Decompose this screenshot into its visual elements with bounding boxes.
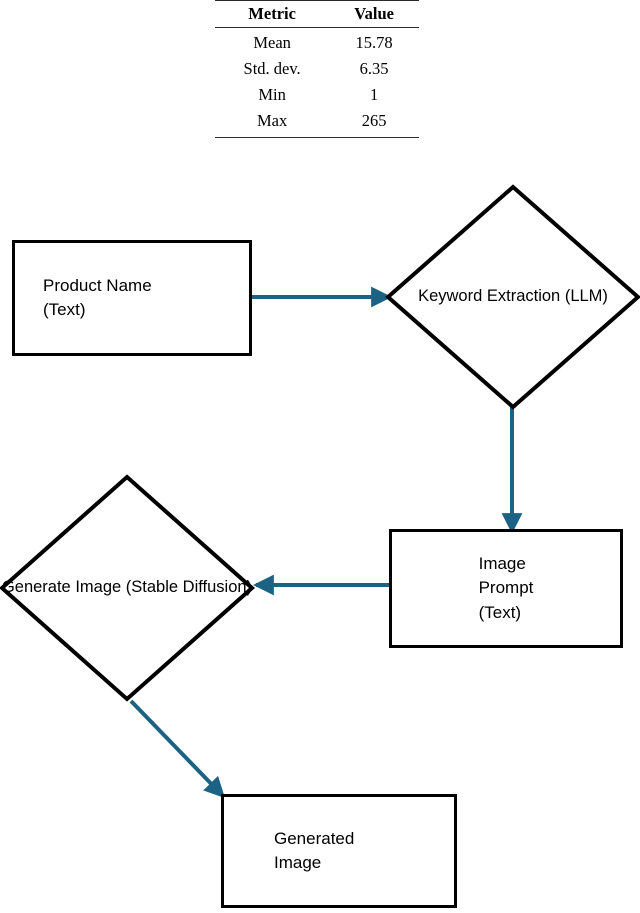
node-generate-image[interactable]: Generate Image (Stable Diffusion) <box>0 474 256 702</box>
cell-metric: Mean <box>253 33 291 53</box>
node-image-prompt-line-2: Prompt <box>478 578 534 598</box>
table-header-row: Metric Value <box>215 0 419 29</box>
node-keyword-extraction-line-2: Extraction <box>486 287 561 306</box>
cell-metric: Max <box>215 108 330 138</box>
node-generate-image-line-2: Image <box>75 578 122 597</box>
table-row: Max 265 <box>215 108 419 138</box>
cell-metric: Std. dev. <box>243 59 301 79</box>
column-header-metric: Metric <box>215 0 330 29</box>
column-header-value: Value <box>329 0 419 29</box>
keyword-extraction-diamond-shape <box>384 184 640 410</box>
cell-metric: Min <box>258 85 286 105</box>
node-generate-image-line-1: Generate <box>1 578 71 597</box>
node-image-prompt-line-3: (Text) <box>478 602 522 622</box>
node-image-prompt[interactable]: Image Prompt (Text) <box>389 529 623 648</box>
node-product-name[interactable]: Product Name (Text) <box>12 240 252 356</box>
node-generated-image[interactable]: Generated Image <box>221 794 457 908</box>
node-generate-image-label: Generate Image (Stable Diffusion) <box>2 576 252 599</box>
node-keyword-extraction-label: Keyword Extraction (LLM) <box>418 285 608 308</box>
table-row: Mean 15.78 <box>215 28 419 57</box>
node-generated-image-line-1: Generated <box>274 828 355 848</box>
node-keyword-extraction-line-1: Keyword <box>418 287 483 306</box>
node-image-prompt-line-1: Image <box>478 554 526 574</box>
node-keyword-extraction[interactable]: Keyword Extraction (LLM) <box>384 184 640 410</box>
node-keyword-extraction-line-3: (LLM) <box>564 287 608 306</box>
node-generate-image-line-3: (Stable <box>125 578 179 597</box>
table-row: Std. dev. 6.35 <box>215 56 419 82</box>
cell-value: 265 <box>329 108 419 138</box>
node-generate-image-line-4: Diffusion) <box>182 578 253 597</box>
cell-value: 1 <box>369 85 379 105</box>
node-generated-image-line-2: Image <box>274 853 322 872</box>
generate-image-diamond-shape <box>0 474 256 702</box>
node-product-name-line-2: (Text) <box>43 300 86 319</box>
node-product-name-line-1: Product Name <box>43 275 152 295</box>
cell-value: 6.35 <box>359 59 389 79</box>
cell-value: 15.78 <box>355 33 393 53</box>
edge-generate-image-to-generated-image <box>129 699 226 799</box>
statistics-summary-table: Metric Value Mean 15.78 Std. dev. 6.35 M… <box>215 0 419 138</box>
table-row: Min 1 <box>215 82 419 108</box>
